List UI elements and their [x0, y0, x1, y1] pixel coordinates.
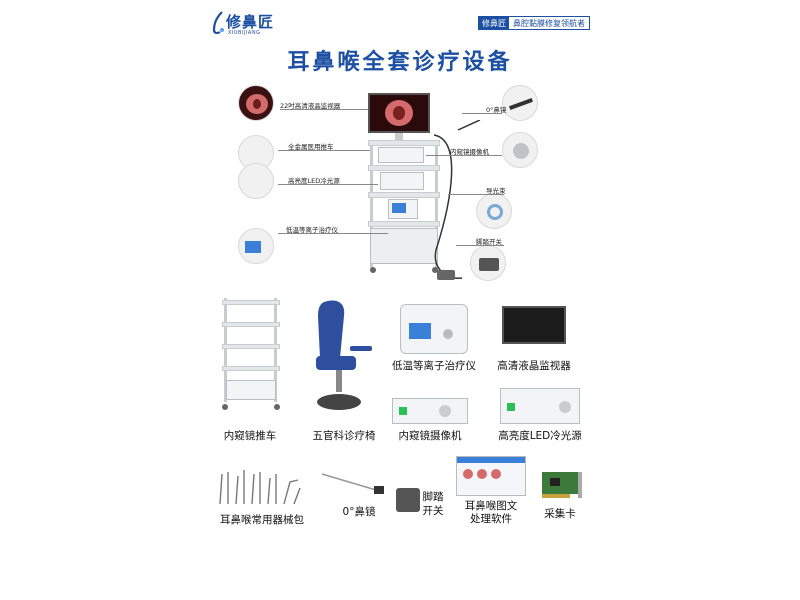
cart-cabinet: [370, 228, 438, 264]
label-monitor: 22吋高清液晶监视器: [280, 102, 341, 110]
tagline-brand: 修鼻匠: [479, 17, 509, 29]
tagline-slogan: 鼻腔黏膜修复领航者: [513, 18, 585, 28]
scope-callout: [502, 85, 538, 121]
caption-pedal: 脚踏 开关: [422, 491, 444, 517]
caption-software: 耳鼻喉图文 处理软件: [464, 500, 518, 525]
chair-icon: [316, 300, 372, 410]
label-scope: 0°鼻镜: [486, 106, 507, 114]
label-light-guide: 导光束: [486, 187, 506, 195]
label-plasma: 低温等离子治疗仪: [286, 226, 338, 234]
label-led: 高亮度LED冷光源: [288, 177, 340, 185]
logo-subtext: XIUBIJIANG: [228, 30, 261, 36]
tagline: 修鼻匠 鼻腔黏膜修复领航者: [478, 16, 590, 30]
plasma-unit: [388, 199, 418, 219]
endoscope-view-icon: [370, 95, 428, 131]
caption-card: 采集卡: [544, 508, 576, 520]
monitor-callout: [238, 85, 274, 121]
pedal-icon: [396, 488, 420, 512]
logo-text: 修鼻匠: [226, 13, 275, 31]
caption-cart: 内窥镜推车: [223, 430, 277, 442]
label-cart: 全金属医用推车: [288, 143, 334, 151]
caption-camera: 内窥镜摄像机: [398, 430, 462, 442]
pedal-callout: [470, 245, 506, 281]
camera-unit: [378, 147, 424, 163]
pedal-small: [437, 270, 455, 280]
monitor-image: [368, 93, 430, 133]
led-callout: [238, 163, 274, 199]
scope-icon: [321, 473, 384, 494]
caption-led: 高亮度LED冷光源: [498, 430, 582, 442]
caption-monitor: 高清液晶监视器: [497, 360, 571, 372]
caption-plasma: 低温等离子治疗仪: [392, 360, 476, 372]
product-poster: 修鼻匠 XIUBIJIANG 修鼻匠 鼻腔黏膜修复领航者 耳鼻喉全套诊疗设备: [200, 0, 600, 600]
page-title: 耳鼻喉全套诊疗设备: [287, 50, 513, 75]
led-unit: [380, 172, 424, 190]
label-pedal: 脚踏开关: [476, 238, 502, 246]
capture-card-icon: [542, 472, 582, 498]
caption-scope: 0°鼻镜: [342, 506, 376, 518]
caption-instruments: 耳鼻喉常用器械包: [220, 514, 304, 526]
light-guide-callout: [476, 193, 512, 229]
camera-callout: [502, 132, 538, 168]
instruments-icon: [219, 470, 301, 505]
brand-logo: 修鼻匠 XIUBIJIANG: [210, 8, 330, 38]
software-screen: [456, 456, 526, 496]
nose-logo-icon: [212, 11, 224, 35]
plasma-callout: [238, 228, 274, 264]
caption-chair: 五官科诊疗椅: [312, 430, 376, 442]
label-camera: 内窥镜摄像机: [450, 148, 489, 156]
